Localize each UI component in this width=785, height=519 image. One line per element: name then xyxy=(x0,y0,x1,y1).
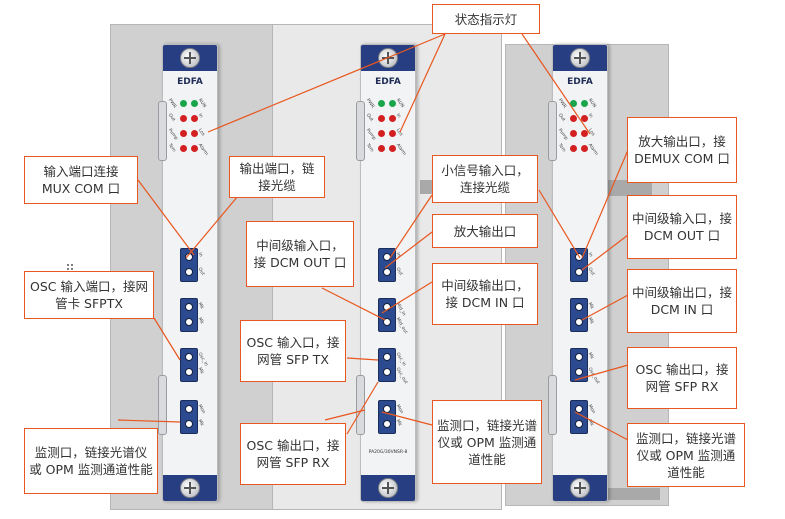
led-out xyxy=(378,115,385,122)
leader-line xyxy=(381,411,433,426)
led-run xyxy=(389,100,396,107)
led-los xyxy=(389,130,396,137)
leader-line xyxy=(324,409,366,421)
fiber-port[interactable] xyxy=(570,298,588,332)
fiber-port[interactable] xyxy=(180,298,198,332)
led-pwr xyxy=(180,100,187,107)
led-los xyxy=(581,130,588,137)
callout-osc-input: OSC 输入端口，接网管卡 SFPTX xyxy=(24,271,154,319)
callout-output-cable: 输出端口，链接光缆 xyxy=(229,156,325,198)
led-run xyxy=(191,100,198,107)
card-bottom-bar xyxy=(361,475,415,501)
led-alarm xyxy=(389,145,396,152)
card-model: PA20G/30VNSR-8 xyxy=(368,450,408,455)
callout-osc-out-right: OSC 输出口，接网管 SFP RX xyxy=(627,347,737,409)
led-pwr xyxy=(570,100,577,107)
led-alarm xyxy=(191,145,198,152)
led-pump xyxy=(378,130,385,137)
callout-amp-out-demux: 放大输出口，接 DEMUX COM 口 xyxy=(627,117,737,183)
led-in xyxy=(389,115,396,122)
fiber-port[interactable] xyxy=(180,400,198,434)
led-tem xyxy=(378,145,385,152)
screw-icon xyxy=(570,48,590,68)
leader-line xyxy=(153,317,181,361)
card-bottom-bar xyxy=(553,475,607,501)
leader-line xyxy=(581,234,629,271)
callout-monitor-right: 监测口，链接光谱仪或 OPM 监测通道性能 xyxy=(627,423,745,487)
card-bottom-bar xyxy=(163,475,217,501)
led-out xyxy=(570,115,577,122)
fiber-port[interactable] xyxy=(570,400,588,434)
card-top-bar xyxy=(553,45,607,71)
leader-line xyxy=(346,381,379,435)
callout-dcm-in-right: 中间级输入口，接 DCM OUT 口 xyxy=(627,195,737,259)
led-pump xyxy=(180,130,187,137)
leader-line xyxy=(399,33,446,133)
led-tem xyxy=(570,145,577,152)
leader-line xyxy=(581,149,629,259)
led-los xyxy=(191,130,198,137)
led-run xyxy=(581,100,588,107)
leader-line xyxy=(117,419,181,423)
leader-line xyxy=(574,411,629,441)
callout-dcm-out-right: 中间级输出口，接 DCM IN 口 xyxy=(627,269,737,333)
led-tem xyxy=(180,145,187,152)
shadow-bar xyxy=(600,488,660,500)
card-name: EDFA xyxy=(177,77,203,87)
edfa-card-right: EDFA PWR RUN Out In Pump Los Tem Alarm I… xyxy=(548,44,608,502)
leader-line xyxy=(137,179,195,256)
callout-small-signal-in: 小信号输入口，连接光缆 xyxy=(432,155,538,203)
card-top-bar xyxy=(163,45,217,71)
leader-line xyxy=(346,357,379,361)
card-handle[interactable] xyxy=(158,375,167,435)
leader-line xyxy=(321,287,386,321)
card-handle[interactable] xyxy=(356,101,365,161)
callout-dcm-out-mid: 中间级输出口，接 DCM IN 口 xyxy=(432,263,538,325)
fiber-port[interactable] xyxy=(180,348,198,382)
card-handle[interactable] xyxy=(158,101,167,161)
leader-line xyxy=(389,194,433,259)
leader-line xyxy=(207,33,446,133)
leader-line xyxy=(381,281,433,314)
card-handle[interactable] xyxy=(548,375,557,435)
led-pwr xyxy=(378,100,385,107)
fiber-port[interactable] xyxy=(570,348,588,382)
callout-input-mux: 输入端口连接 MUX COM 口 xyxy=(24,156,138,204)
callout-osc-in-mid: OSC 输入口，接网管 SFP TX xyxy=(240,320,346,382)
card-name: EDFA xyxy=(375,77,401,87)
callout-monitor-mid: 监测口，链接光谱仪或 OPM 监测通道性能 xyxy=(432,400,542,484)
leader-line xyxy=(185,195,239,259)
fiber-port[interactable] xyxy=(378,348,396,382)
led-alarm xyxy=(581,145,588,152)
leader-line xyxy=(384,231,433,269)
screw-icon xyxy=(180,48,200,68)
screw-icon xyxy=(378,478,398,498)
callout-status-led: 状态指示灯 xyxy=(432,4,540,34)
led-pump xyxy=(570,130,577,137)
led-out xyxy=(180,115,187,122)
fiber-port[interactable] xyxy=(378,400,396,434)
callout-osc-out-mid: OSC 输出口，接网管 SFP RX xyxy=(240,423,346,485)
edfa-card-left: EDFA PWR RUN Out In Pump Los Tem Alarm I… xyxy=(158,44,218,502)
leader-line xyxy=(538,189,581,259)
screw-icon xyxy=(570,478,590,498)
callout-amp-output: 放大输出口 xyxy=(432,214,538,248)
callout-monitor-left: 监测口，链接光谱仪或 OPM 监测通道性能 xyxy=(24,428,158,494)
leader-line xyxy=(574,364,629,381)
leader-line xyxy=(521,33,591,135)
card-name: EDFA xyxy=(567,77,593,87)
card-handle[interactable] xyxy=(548,101,557,161)
screw-icon xyxy=(180,478,200,498)
leader-line xyxy=(581,294,629,321)
led-in xyxy=(191,115,198,122)
edfa-card-middle: EDFA PWR RUN Out In Pump Los Tem Alarm I… xyxy=(356,44,416,502)
led-in xyxy=(581,115,588,122)
callout-dcm-in-mid: 中间级输入口，接 DCM OUT 口 xyxy=(246,221,354,287)
